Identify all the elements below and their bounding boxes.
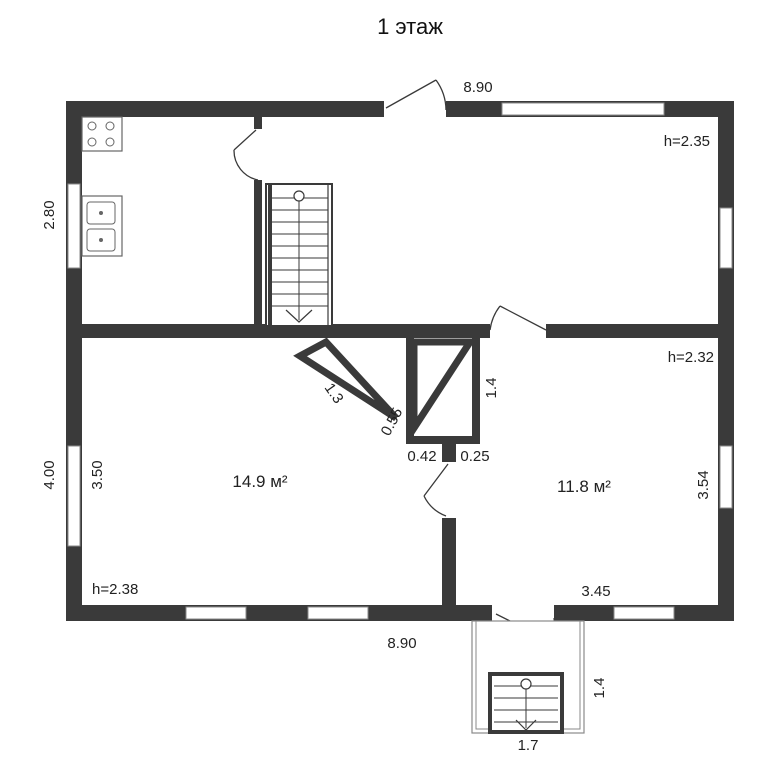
dim-left-lower: 4.00 — [41, 460, 58, 489]
door-partition — [423, 463, 449, 517]
closet-right — [472, 336, 480, 442]
door-openings — [254, 101, 554, 621]
dim-bottom-width: 8.90 — [387, 635, 416, 652]
wall-kitchen-lower — [254, 180, 262, 326]
dim-left-upper: 2.80 — [41, 200, 58, 229]
ceiling-height-upper: h=2.35 — [664, 133, 710, 150]
wall-right — [718, 101, 734, 621]
porch — [471, 620, 585, 734]
window-left-upper — [67, 183, 81, 269]
window-bottom-2 — [307, 606, 369, 620]
dim-top-width: 8.90 — [463, 79, 492, 96]
closet-triangle-right — [410, 338, 477, 440]
dim-right-room-height: 3.54 — [695, 470, 712, 499]
dim-left-room-height: 3.50 — [89, 460, 106, 489]
door-right-room — [489, 305, 547, 331]
wall-middle-left — [82, 324, 490, 338]
dim-wall-b: 0.25 — [460, 448, 489, 465]
wall-middle-right — [546, 324, 720, 338]
windows — [67, 102, 733, 620]
dim-right-room-bottom: 3.45 — [581, 583, 610, 600]
interior-stairs — [265, 183, 333, 327]
wall-kitchen — [254, 117, 262, 129]
closet-bottom — [406, 436, 480, 444]
dim-porch-height: 1.4 — [591, 678, 608, 699]
ceiling-height-left: h=2.38 — [92, 581, 138, 598]
dim-wall-a: 0.42 — [407, 448, 436, 465]
door-entry — [385, 79, 447, 111]
wall-partition-lower — [442, 518, 456, 606]
outer-walls — [66, 101, 734, 621]
sink — [81, 195, 123, 257]
door-kitchen — [233, 129, 259, 181]
floor-title: 1 этаж — [377, 14, 443, 39]
window-left-lower — [67, 445, 81, 547]
wall-partition-upper — [442, 440, 456, 462]
closet-diagonals — [293, 337, 477, 440]
stove — [81, 116, 123, 152]
doors — [233, 79, 556, 643]
window-right-lower — [719, 445, 733, 509]
dim-closet-height: 1.4 — [483, 378, 500, 399]
closet-triangle-left — [293, 337, 399, 421]
interior-walls — [82, 117, 720, 606]
room-area-right: 11.8 м² — [557, 477, 611, 496]
dim-porch-width: 1.7 — [518, 737, 539, 754]
sink-icon — [81, 195, 123, 257]
window-right-upper — [719, 207, 733, 269]
window-top — [501, 102, 665, 116]
closet-left — [406, 336, 414, 442]
room-area-left: 14.9 м² — [232, 472, 287, 491]
stairs-arrow-head — [285, 309, 313, 323]
ceiling-height-right: h=2.32 — [668, 349, 714, 366]
stairs-arrow-start — [293, 190, 305, 202]
window-bottom-1 — [185, 606, 247, 620]
stove-icon — [81, 116, 123, 152]
window-bottom-3 — [613, 606, 675, 620]
